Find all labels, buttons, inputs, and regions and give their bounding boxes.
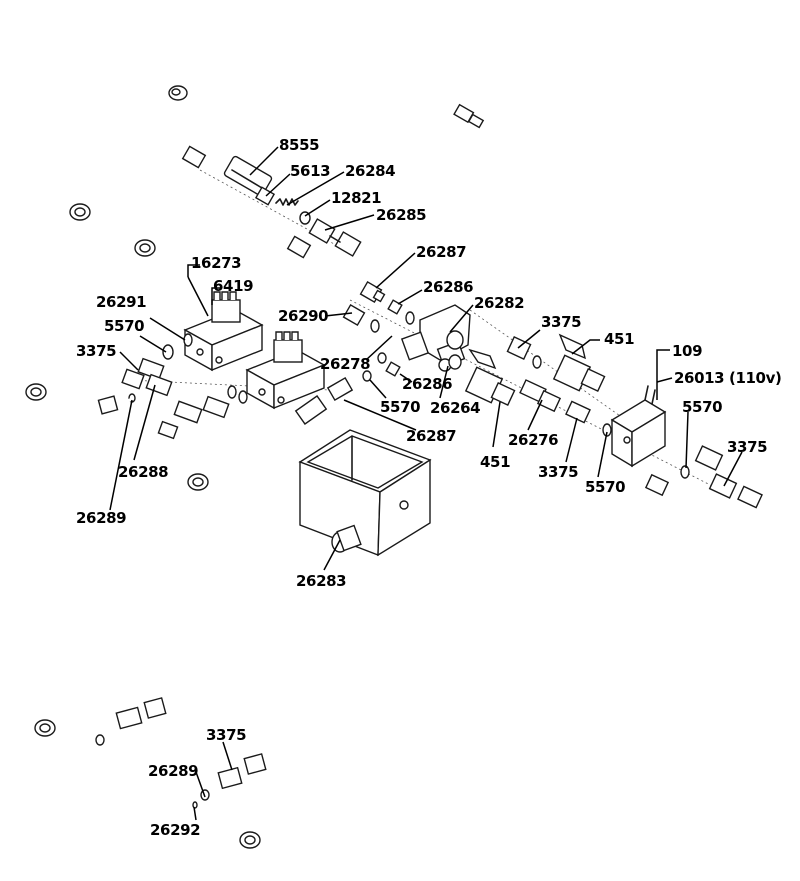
label-5570-d: 5570: [585, 478, 625, 496]
label-26278: 26278: [320, 355, 370, 373]
adapter-26287-upper: [359, 280, 386, 304]
label-5570-a: 5570: [104, 317, 144, 335]
label-26282: 26282: [474, 294, 524, 312]
label-26290: 26290: [278, 307, 328, 325]
label-5570-c: 5570: [682, 398, 722, 416]
label-5613: 5613: [290, 162, 330, 180]
label-12821: 12821: [331, 189, 381, 207]
label-26289-lower: 26289: [148, 762, 198, 780]
label-16273: 16273: [191, 254, 241, 272]
leader-lines: [109, 146, 743, 821]
label-26289-upper: 26289: [76, 509, 126, 527]
label-3375-d: 3375: [727, 438, 767, 456]
solenoid-16273: [183, 291, 264, 372]
reservoir-26283: [298, 429, 432, 557]
left-fitting-stack: [121, 333, 193, 403]
spring-26284: [275, 198, 299, 206]
label-3375-c: 3375: [538, 463, 578, 481]
label-26286-upper: 26286: [423, 278, 473, 296]
small-fittings-26286: [342, 299, 415, 377]
filter-8555: [223, 155, 273, 197]
label-3375-b: 3375: [76, 342, 116, 360]
manifold-tube-assembly: [69, 145, 357, 307]
label-451-lower: 451: [480, 453, 510, 471]
label-109: 109: [672, 342, 702, 360]
fittings-26276: [519, 379, 612, 437]
bottom-tube-upper: [34, 697, 187, 757]
label-26292: 26292: [150, 821, 200, 839]
label-26264: 26264: [430, 399, 480, 417]
label-26276: 26276: [508, 431, 558, 449]
check-body-26285: [308, 218, 362, 257]
solenoid-109: [610, 385, 667, 468]
right-return-tube: [644, 445, 772, 527]
label-26284: 26284: [345, 162, 395, 180]
label-26287-upper: 26287: [416, 243, 466, 261]
label-26286-lower: 26286: [402, 375, 452, 393]
label-8555: 8555: [279, 136, 319, 154]
hose-26287: [233, 370, 372, 457]
label-26291: 26291: [96, 293, 146, 311]
lower-left-tube: [148, 385, 248, 491]
ball-valve-451-left: [448, 348, 516, 406]
label-26013: 26013 (110v): [674, 369, 781, 387]
label-26285: 26285: [376, 206, 426, 224]
label-5570-b: 5570: [380, 398, 420, 416]
label-6419: 6419: [213, 277, 253, 295]
bottom-tube-lower: [192, 753, 292, 849]
label-3375-a: 3375: [541, 313, 581, 331]
label-3375-e: 3375: [206, 726, 246, 744]
ball-valve-451-right: [506, 333, 606, 392]
top-supply-tube: [168, 40, 485, 129]
fitting-5613: [254, 186, 276, 206]
label-451-upper: 451: [604, 330, 634, 348]
solenoid-6419: [245, 331, 326, 410]
valve-26282-tee: [400, 304, 471, 372]
part-labels: 8555 5613 26284 12821 26285 26287 16273 …: [76, 136, 782, 839]
left-supply-tube: [25, 383, 132, 417]
label-26283: 26283: [296, 572, 346, 590]
label-26287-lower: 26287: [406, 427, 456, 445]
label-26288: 26288: [118, 463, 168, 481]
